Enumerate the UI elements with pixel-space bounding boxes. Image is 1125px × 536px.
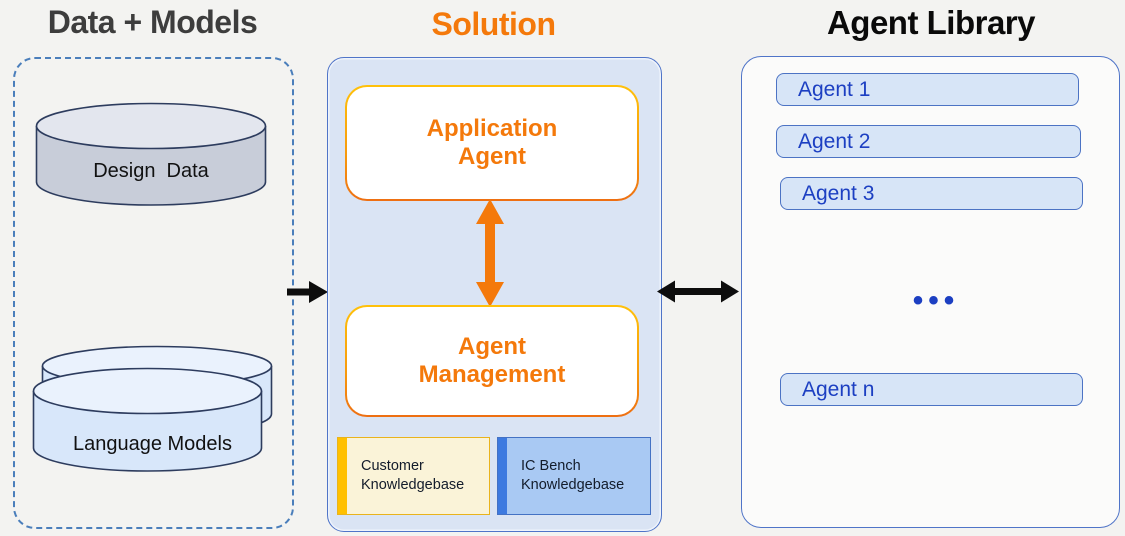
ic-bench-knowledgebase-label: IC Bench Knowledgebase	[521, 458, 625, 493]
design-data-cylinder: Design Data	[35, 102, 267, 207]
database-cylinder-icon	[32, 367, 263, 472]
vertical-double-arrow-icon	[476, 199, 504, 307]
agent-n-label: Agent n	[802, 377, 875, 401]
design-data-label: Design Data	[93, 160, 209, 182]
agent-1-label: Agent 1	[798, 77, 871, 101]
database-cylinder-icon	[35, 102, 267, 206]
agent-library-title: Agent Library	[826, 4, 1036, 41]
double-arrow-icon	[657, 280, 739, 303]
more-agents-ellipsis: •••	[912, 284, 960, 317]
agent-2-label: Agent 2	[798, 129, 871, 153]
agent-management-label: Agent Management	[418, 333, 566, 388]
data-models-title: Data + Models	[47, 4, 258, 40]
agent-3-item: Agent 3	[780, 177, 1083, 210]
ic-bench-knowledgebase-box: IC Bench Knowledgebase	[497, 437, 651, 515]
agent-2-item: Agent 2	[776, 125, 1081, 158]
agent-management-box: Agent Management	[345, 305, 639, 417]
gold-stripe	[338, 438, 347, 514]
language-models-label: Language Models	[72, 433, 232, 455]
customer-knowledgebase-box: Customer Knowledgebase	[337, 437, 490, 515]
application-agent-box: Application Agent	[345, 85, 639, 201]
blue-stripe	[498, 438, 507, 514]
solution-title: Solution	[431, 6, 556, 42]
application-agent-label: Application Agent	[426, 115, 558, 170]
agent-3-label: Agent 3	[802, 181, 875, 205]
language-models-cylinders: Language Models	[32, 345, 273, 473]
agent-1-item: Agent 1	[776, 73, 1079, 106]
agent-n-item: Agent n	[780, 373, 1083, 406]
customer-knowledgebase-label: Customer Knowledgebase	[361, 458, 465, 493]
language-models-front-cylinder	[32, 367, 263, 473]
arrow-right-icon	[287, 281, 328, 303]
